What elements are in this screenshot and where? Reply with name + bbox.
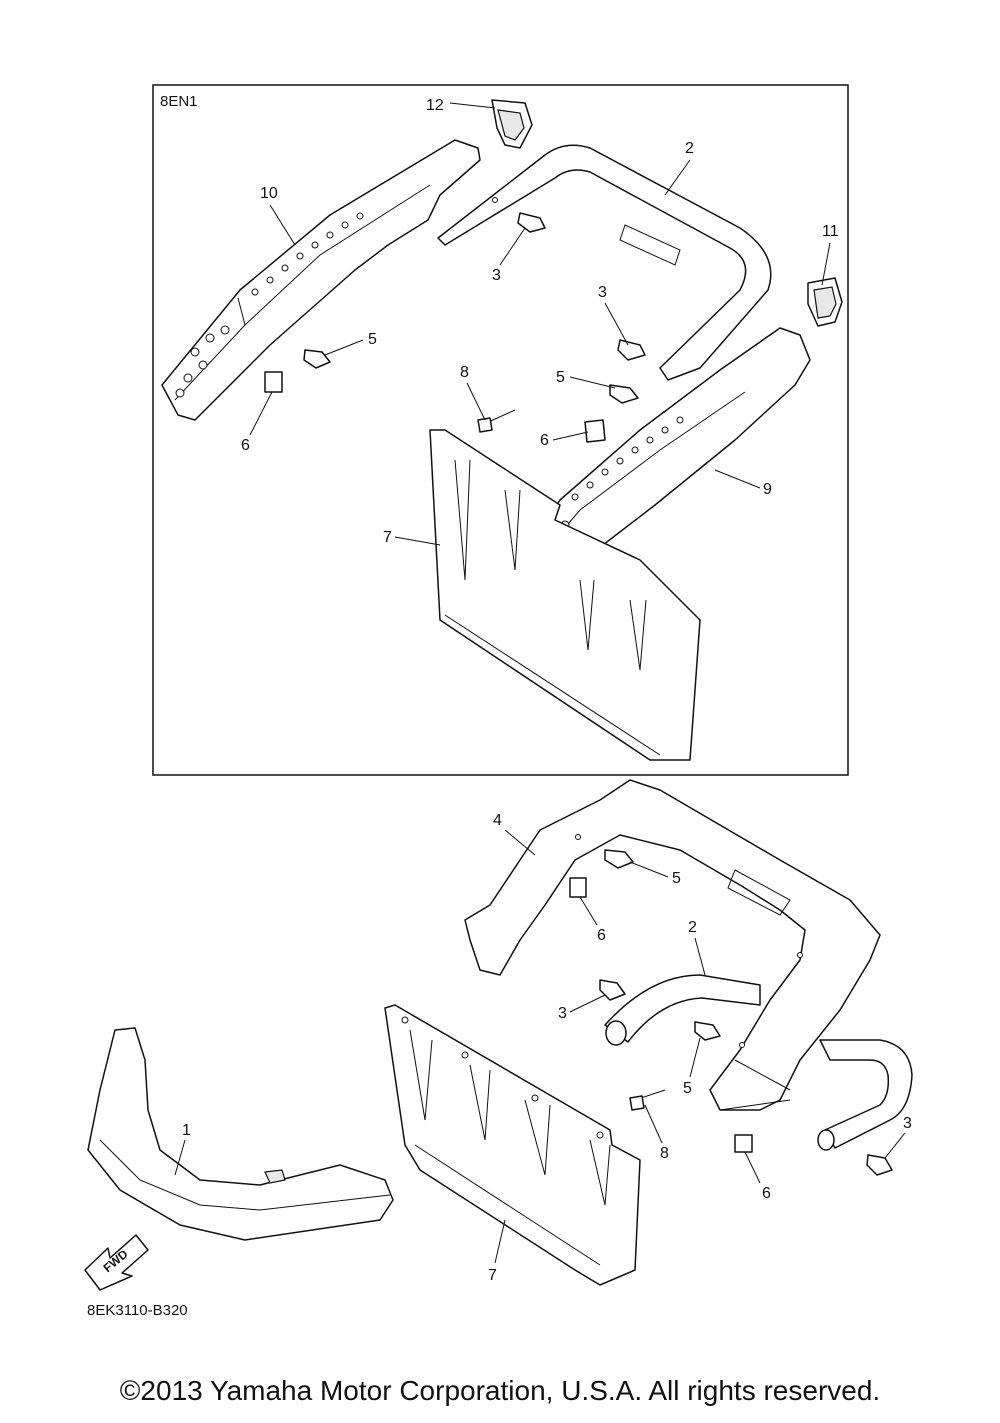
callout-3: 3 <box>492 267 501 284</box>
bolt-3-upper-a <box>517 212 546 233</box>
variant-box <box>152 84 849 776</box>
callout-5b: 5 <box>556 369 565 386</box>
part-2-handle-bar-lower <box>604 974 913 1151</box>
part-1-front-bumper <box>87 1027 394 1241</box>
bolt-3-lower-b <box>866 1154 893 1176</box>
clip-6-lower-a <box>569 877 587 898</box>
callouts-lower: 4 5 6 2 3 5 1 8 3 6 7 <box>174 812 912 1284</box>
callout-5d: 5 <box>683 1080 692 1097</box>
variant-box-label: 8EN1 <box>160 93 198 110</box>
part-7-mud-flap-upper <box>429 429 701 761</box>
callouts-upper: 12 2 10 3 11 3 5 8 5 6 6 9 7 <box>241 97 839 546</box>
part-2-handle-bar-upper <box>437 144 772 381</box>
callout-8b: 8 <box>660 1145 669 1162</box>
rivet-8-upper <box>477 409 516 433</box>
part-4-rear-frame <box>464 779 881 1111</box>
callout-3c: 3 <box>558 1005 567 1022</box>
part-10-side-rail-left <box>161 139 481 421</box>
callout-12: 12 <box>426 97 444 114</box>
bolt-5-upper-a <box>303 349 331 369</box>
part-12-end-cap <box>491 99 533 149</box>
clip-6-upper-b <box>584 419 606 443</box>
rivet-8-lower <box>629 1089 666 1111</box>
part-7-mud-flap-lower <box>384 1004 641 1286</box>
callout-3d: 3 <box>903 1115 912 1132</box>
bolt-3-lower-a <box>599 979 626 1001</box>
callout-2b: 2 <box>688 919 697 936</box>
bolt-5-lower-b <box>694 1021 721 1041</box>
callout-6b: 6 <box>540 432 549 449</box>
bolt-5-lower-a <box>604 849 634 869</box>
callout-9: 9 <box>763 481 772 498</box>
bolt-3-upper-b <box>617 339 646 361</box>
callout-1: 1 <box>182 1122 191 1139</box>
callout-3b: 3 <box>598 284 607 301</box>
callout-2: 2 <box>685 140 694 157</box>
part-11-end-cap <box>807 277 843 327</box>
callout-5c: 5 <box>672 870 681 887</box>
clip-6-lower-b <box>734 1134 753 1153</box>
bolt-5-upper-b <box>609 384 639 404</box>
callout-7b: 7 <box>488 1267 497 1284</box>
fwd-arrow: FWD <box>84 1234 149 1291</box>
copyright-notice: ©2013 Yamaha Motor Corporation, U.S.A. A… <box>119 1375 881 1406</box>
callout-11: 11 <box>822 223 839 240</box>
callout-7: 7 <box>383 529 392 546</box>
clip-6-upper-a <box>264 371 283 393</box>
callout-5: 5 <box>368 331 377 348</box>
callout-10: 10 <box>260 185 278 202</box>
drawing-code: 8EK3110-B320 <box>87 1302 188 1319</box>
callout-4: 4 <box>493 812 502 829</box>
callout-6d: 6 <box>762 1185 771 1202</box>
callout-8: 8 <box>460 364 469 381</box>
callout-6: 6 <box>241 437 250 454</box>
callout-6c: 6 <box>597 927 606 944</box>
